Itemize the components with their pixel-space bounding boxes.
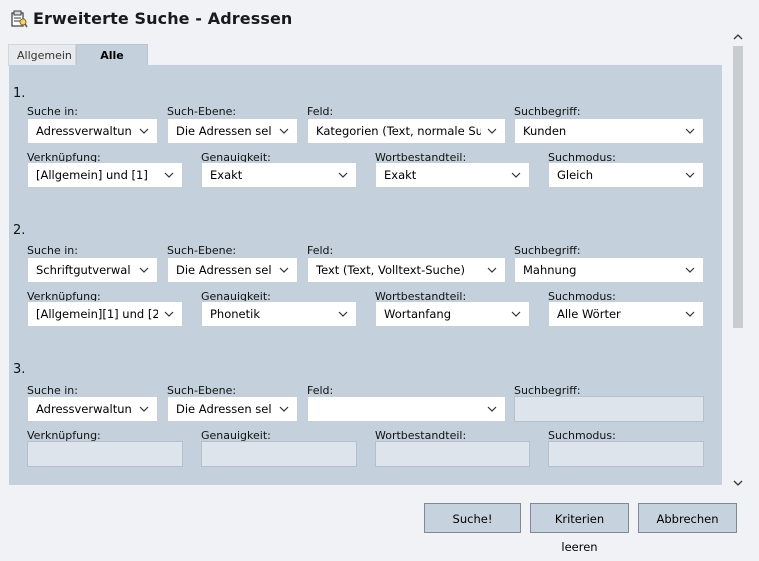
- search-button[interactable]: Suche!: [424, 503, 521, 533]
- group-2-suche-in-label: Suche in:: [27, 244, 78, 257]
- group-3-wortbestandteil-select: [375, 441, 530, 467]
- group-3-such-ebene-label: Such-Ebene:: [167, 384, 237, 397]
- group-2-suchmodus-label: Suchmodus:: [548, 290, 616, 303]
- group-1-verknuepfung-label: Verknüpfung:: [27, 151, 101, 164]
- window-title: Erweiterte Suche - Adressen: [33, 9, 293, 28]
- chevron-down-icon: [685, 128, 695, 134]
- group-3-feld-select[interactable]: [307, 396, 506, 422]
- group-3-number: 3.: [13, 362, 26, 377]
- group-2-suchbegriff-combo[interactable]: Mahnung: [514, 257, 704, 283]
- group-1-suchbegriff-combo[interactable]: Kunden: [514, 118, 704, 144]
- tab-allgemein[interactable]: Allgemein: [8, 44, 76, 66]
- group-1-such-ebene-select[interactable]: Die Adressen sel: [167, 118, 298, 144]
- chevron-down-icon: [279, 267, 289, 273]
- group-1-number: 1.: [13, 86, 26, 101]
- chevron-down-icon: [164, 172, 174, 178]
- chevron-down-icon: [338, 172, 348, 178]
- chevron-down-icon: [487, 267, 497, 273]
- group-3-genauigkeit-label: Genauigkeit:: [201, 429, 271, 442]
- group-2-such-ebene-select[interactable]: Die Adressen sel: [167, 257, 298, 283]
- group-1-suchmodus-label: Suchmodus:: [548, 151, 616, 164]
- group-1-suche-in-select[interactable]: Adressverwaltun: [27, 118, 158, 144]
- chevron-down-icon: [685, 172, 695, 178]
- search-criteria-panel: 1. Suche in: Such-Ebene: Feld: Suchbegri…: [9, 65, 722, 485]
- group-1-feld-select[interactable]: Kategorien (Text, normale Su: [307, 118, 506, 144]
- group-1-feld-label: Feld:: [307, 105, 334, 118]
- chevron-down-icon: [487, 128, 497, 134]
- group-2-verknuepfung-select[interactable]: [Allgemein][1] und [2]: [27, 301, 183, 327]
- group-2-verknuepfung-label: Verknüpfung:: [27, 290, 101, 303]
- group-1-wortbestandteil-select[interactable]: Exakt: [375, 162, 530, 188]
- group-3-suche-in-select[interactable]: Adressverwaltun: [27, 396, 158, 422]
- chevron-down-icon: [279, 128, 289, 134]
- scroll-up-arrow-icon[interactable]: [731, 30, 745, 44]
- group-3-genauigkeit-select: [201, 441, 357, 467]
- group-3-suchmodus-select: [548, 441, 704, 467]
- group-1-genauigkeit-select[interactable]: Exakt: [201, 162, 357, 188]
- group-2-feld-select[interactable]: Text (Text, Volltext-Suche): [307, 257, 506, 283]
- chevron-down-icon: [338, 311, 348, 317]
- group-3-suchbegriff-combo: [514, 396, 704, 422]
- group-1-such-ebene-label: Such-Ebene:: [167, 105, 237, 118]
- group-3-verknuepfung-select: [27, 441, 183, 467]
- window-titlebar: Erweiterte Suche - Adressen: [0, 0, 759, 40]
- chevron-down-icon: [139, 128, 149, 134]
- group-2-suchbegriff-label: Suchbegriff:: [514, 244, 581, 257]
- group-2-feld-label: Feld:: [307, 244, 334, 257]
- group-1-suchmodus-select[interactable]: Gleich: [548, 162, 704, 188]
- chevron-down-icon: [139, 406, 149, 412]
- group-2-genauigkeit-label: Genauigkeit:: [201, 290, 271, 303]
- group-2-genauigkeit-select[interactable]: Phonetik: [201, 301, 357, 327]
- group-3-such-ebene-select[interactable]: Die Adressen sel: [167, 396, 298, 422]
- group-2-wortbestandteil-select[interactable]: Wortanfang: [375, 301, 530, 327]
- chevron-down-icon: [164, 311, 174, 317]
- group-3-suche-in-label: Suche in:: [27, 384, 78, 397]
- group-3-suchmodus-label: Suchmodus:: [548, 429, 616, 442]
- tab-alle-felder[interactable]: Alle Felder: [76, 44, 148, 84]
- chevron-down-icon: [685, 311, 695, 317]
- address-book-search-icon: [11, 10, 28, 28]
- chevron-down-icon: [487, 406, 497, 412]
- chevron-down-icon: [279, 406, 289, 412]
- cancel-button[interactable]: Abbrechen: [638, 503, 737, 533]
- group-2-wortbestandteil-label: Wortbestandteil:: [375, 290, 467, 303]
- group-2-number: 2.: [13, 223, 26, 238]
- clear-criteria-button[interactable]: Kriterien leeren: [530, 503, 629, 554]
- group-2-suchmodus-select[interactable]: Alle Wörter: [548, 301, 704, 327]
- scroll-down-arrow-icon[interactable]: [731, 476, 745, 490]
- group-2-such-ebene-label: Such-Ebene:: [167, 244, 237, 257]
- group-1-suchbegriff-label: Suchbegriff:: [514, 105, 581, 118]
- group-3-feld-label: Feld:: [307, 384, 334, 397]
- group-3-suchbegriff-label: Suchbegriff:: [514, 384, 581, 397]
- scrollbar-thumb[interactable]: [733, 46, 743, 328]
- vertical-scrollbar[interactable]: [731, 30, 745, 490]
- group-3-wortbestandteil-label: Wortbestandteil:: [375, 429, 467, 442]
- chevron-down-icon: [511, 172, 521, 178]
- group-1-wortbestandteil-label: Wortbestandteil:: [375, 151, 467, 164]
- group-1-suche-in-label: Suche in:: [27, 105, 78, 118]
- group-1-genauigkeit-label: Genauigkeit:: [201, 151, 271, 164]
- group-1-verknuepfung-select[interactable]: [Allgemein] und [1]: [27, 162, 183, 188]
- group-2-suche-in-select[interactable]: Schriftgutverwal: [27, 257, 158, 283]
- chevron-down-icon: [511, 311, 521, 317]
- group-3-verknuepfung-label: Verknüpfung:: [27, 429, 101, 442]
- chevron-down-icon: [139, 267, 149, 273]
- chevron-down-icon: [685, 267, 695, 273]
